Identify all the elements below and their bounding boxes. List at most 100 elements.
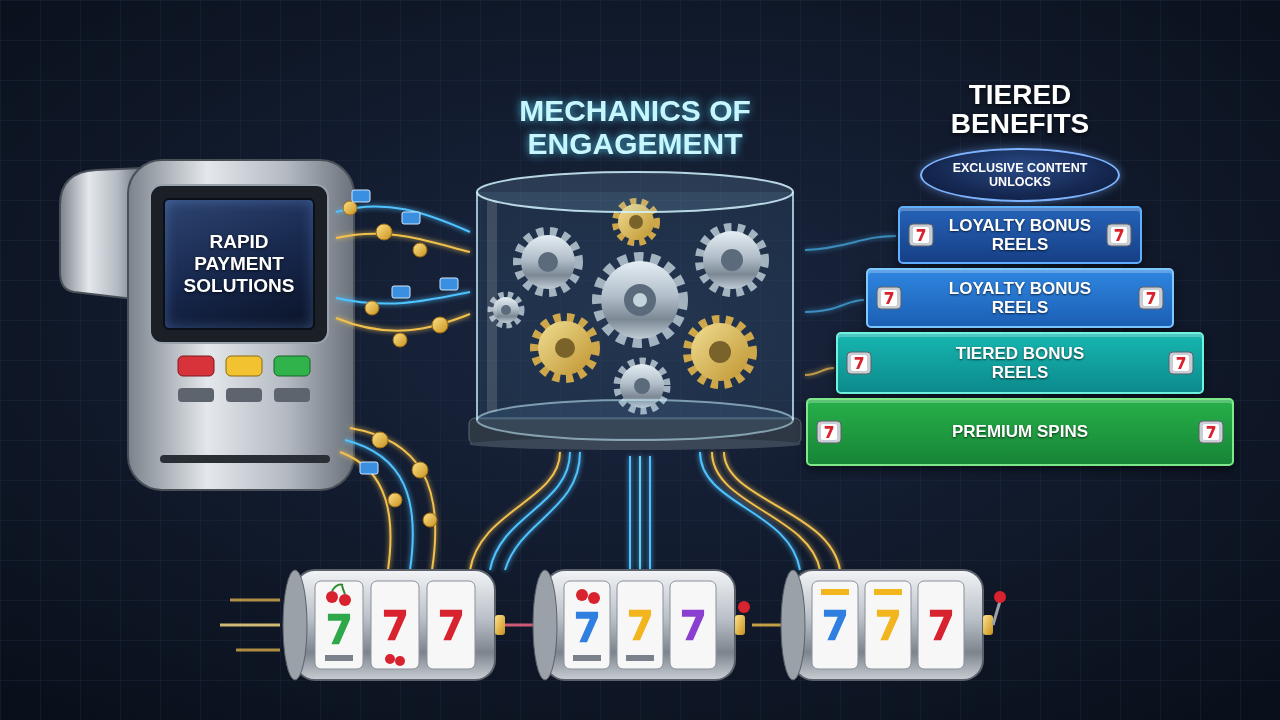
- wire-bundle: [470, 452, 560, 570]
- wire-bundle: [649, 456, 651, 570]
- slot-reel: [735, 615, 745, 635]
- slot-icon: [1139, 287, 1163, 309]
- slot-reel: [573, 655, 601, 661]
- slot-icon: [855, 357, 864, 369]
- slot-icon: [825, 426, 834, 438]
- wire-bundle: [505, 452, 580, 570]
- slot-reel: [821, 589, 849, 595]
- slot-reel: [781, 570, 805, 680]
- section-heading: TIERED BENEFITS: [920, 80, 1120, 139]
- coin: [423, 513, 437, 527]
- slot-reel: [576, 612, 598, 642]
- coin: [412, 462, 428, 478]
- slot-reel: [283, 570, 307, 680]
- speed-lines: [220, 624, 280, 627]
- slot-icon: [1143, 290, 1159, 306]
- slot-reel: [395, 656, 405, 666]
- slot-reel: [874, 589, 902, 595]
- payment-terminal: [178, 388, 214, 402]
- cylinder-outline: [477, 400, 793, 440]
- payment-terminal: [150, 185, 328, 343]
- slot-reel: [427, 581, 475, 669]
- wire-bundle: [629, 456, 631, 570]
- tier-step: PREMIUM SPINS: [806, 398, 1234, 466]
- money-stream: [336, 234, 470, 252]
- coin: [393, 333, 407, 347]
- coin: [365, 301, 379, 315]
- slot-icon: [821, 424, 837, 440]
- tier-step: TIERED BONUS REELS: [836, 332, 1204, 394]
- cylinder-outline: [477, 192, 793, 420]
- slot-icon: [1207, 426, 1216, 438]
- slot-reel: [339, 594, 351, 606]
- slot-reel: [781, 570, 1006, 680]
- slot-reel: [325, 655, 353, 661]
- slot-icon: [1106, 223, 1132, 247]
- payment-terminal: [274, 388, 310, 402]
- slot-reel: [793, 570, 983, 680]
- slot-reel: [994, 591, 1006, 603]
- slot-icon: [913, 227, 929, 243]
- money-stream: [336, 314, 470, 331]
- card: [360, 462, 378, 474]
- flow-connector: [805, 234, 898, 237]
- slot-icon: [817, 421, 841, 443]
- slot-reel: [576, 589, 588, 601]
- speed-lines: [236, 649, 280, 652]
- slot-reel: [670, 581, 716, 669]
- coin: [343, 201, 357, 215]
- coin: [372, 432, 388, 448]
- wire-bundle: [490, 452, 570, 570]
- payment-terminal: [60, 160, 354, 490]
- slot-icon: [1115, 229, 1124, 241]
- slot-reel: [588, 592, 600, 604]
- card: [402, 212, 420, 224]
- tier-top-oval: EXCLUSIVE CONTENT UNLOCKS: [920, 148, 1120, 202]
- speed-lines: [505, 624, 535, 627]
- flow-connector: [315, 271, 465, 274]
- slot-reel: [315, 581, 363, 669]
- card: [352, 190, 370, 202]
- payment-terminal: [128, 160, 354, 490]
- cylinder-outline: [487, 200, 497, 412]
- engine-heading: MECHANICS OF ENGAGEMENT: [475, 94, 795, 160]
- money-stream: [336, 206, 470, 570]
- card: [392, 286, 410, 298]
- slot-icon: [1111, 227, 1127, 243]
- coin: [413, 243, 427, 257]
- speed-lines: [230, 599, 280, 602]
- node-text: TIERED BONUS REELS: [935, 344, 1105, 382]
- slot-icon: [876, 286, 902, 310]
- slot-icon: [1147, 292, 1156, 304]
- wire-bundle: [805, 236, 896, 250]
- slot-icon: [816, 420, 842, 444]
- wire-bundle: [712, 452, 820, 570]
- slot-reel: [629, 610, 651, 640]
- slot-reel: [371, 581, 419, 669]
- cylinder-outline: [476, 192, 478, 420]
- slot-icon: [847, 352, 871, 374]
- slot-icon: [885, 292, 894, 304]
- coin: [432, 317, 448, 333]
- slot-icon: [881, 290, 897, 306]
- payment-terminal: [226, 388, 262, 402]
- money-stream: [340, 452, 391, 570]
- slot-icon: [909, 224, 933, 246]
- slot-reel: [283, 570, 505, 680]
- slot-reel: [738, 601, 750, 613]
- node-text: EXCLUSIVE CONTENT UNLOCKS: [945, 161, 1095, 189]
- slot-reel: [220, 570, 1006, 680]
- slot-reel: [384, 610, 406, 640]
- slot-reel: [812, 581, 858, 669]
- tier-step: LOYALTY BONUS REELS: [898, 206, 1142, 264]
- slot-icon: [917, 229, 926, 241]
- slot-reel: [865, 581, 911, 669]
- cylinder-outline: [792, 192, 794, 420]
- coin: [343, 201, 448, 527]
- node-text: LOYALTY BONUS REELS: [935, 216, 1105, 254]
- payment-screen: RAPID PAYMENT SOLUTIONS: [163, 198, 315, 330]
- slot-icon: [1203, 424, 1219, 440]
- slot-reel: [824, 610, 846, 640]
- wire-bundle: [805, 300, 864, 312]
